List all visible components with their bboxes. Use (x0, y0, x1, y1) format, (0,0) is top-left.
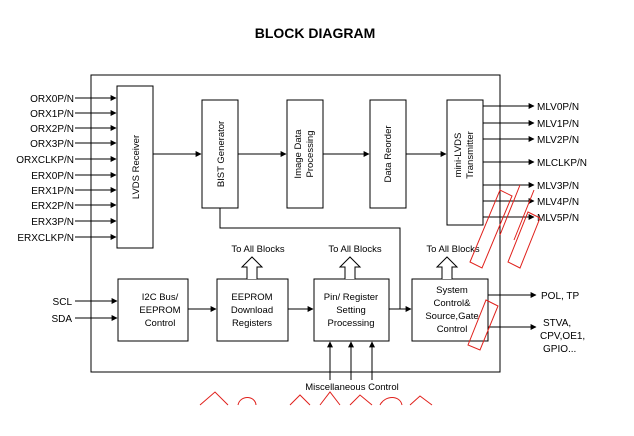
i2c-label-3: Control (145, 318, 176, 329)
sda-label: SDA (51, 314, 72, 325)
i2c-label-2: EEPROM (139, 305, 180, 316)
mini-lvds-transmitter-block (446, 99, 484, 226)
to-all-blocks-arrow (435, 256, 459, 279)
to-all-blocks-arrow (240, 256, 264, 279)
output-label: MLV4P/N (537, 197, 579, 208)
bist-to-system-path (219, 208, 401, 309)
output-label: MLV0P/N (537, 102, 579, 113)
gpio-label: GPIO... (543, 344, 576, 355)
image-processing-label-2: Processing (305, 131, 316, 178)
cpv-label: CPV,OE1, (540, 331, 585, 342)
scl-label: SCL (53, 297, 73, 308)
input-label: ORX2P/N (30, 124, 74, 135)
input-signals: ORX0P/N ORX1P/N ORX2P/N ORX3P/N ORXCLKP/… (16, 94, 117, 244)
mini-lvds-label-2: Transmitter (465, 131, 476, 179)
input-label: ERX1P/N (31, 186, 74, 197)
bist-generator-label: BIST Generator (216, 121, 227, 187)
input-label: ORX1P/N (30, 109, 74, 120)
pin-register-block (313, 278, 390, 342)
output-label: MLV2P/N (537, 135, 579, 146)
output-signals: MLV0P/N MLV1P/N MLV2P/N MLCLKP/N MLV3P/N… (483, 102, 587, 224)
output-label: MLV1P/N (537, 119, 579, 130)
input-label: ERX3P/N (31, 217, 74, 228)
eeprom-label-1: EEPROM (231, 292, 272, 303)
i2c-eeprom-control-block (117, 278, 189, 342)
input-label: ORX3P/N (30, 139, 74, 150)
system-label-2: Control& (434, 298, 472, 309)
input-label: ORX0P/N (30, 94, 74, 105)
eeprom-label-2: Download (231, 305, 273, 316)
pin-label-1: Pin/ Register (324, 292, 378, 303)
image-processing-label-1: Image Data (293, 129, 304, 179)
input-label: ERX2P/N (31, 201, 74, 212)
to-all-blocks-label: To All Blocks (231, 244, 285, 255)
eeprom-download-block (216, 278, 289, 342)
output-label: MLV5P/N (537, 213, 579, 224)
system-control-block (411, 278, 489, 342)
system-label-4: Control (437, 324, 468, 335)
output-label: MLV3P/N (537, 181, 579, 192)
to-all-blocks-label: To All Blocks (426, 244, 480, 255)
pin-label-3: Processing (328, 318, 375, 329)
input-label: ERXCLKP/N (17, 233, 74, 244)
output-label: MLCLKP/N (537, 158, 587, 169)
mini-lvds-label-1: mini-LVDS (453, 133, 464, 178)
data-reorder-block (369, 99, 407, 209)
diagram-title: BLOCK DIAGRAM (255, 25, 376, 41)
watermark (199, 184, 541, 406)
misc-control-label: Miscellaneous Control (305, 382, 398, 393)
data-reorder-label: Data Reorder (383, 125, 394, 182)
system-label-1: System (436, 285, 468, 296)
stva-label: STVA, (543, 318, 571, 329)
to-all-blocks-arrow (338, 256, 362, 279)
i2c-label-1: I2C Bus/ (142, 292, 179, 303)
eeprom-label-3: Registers (232, 318, 272, 329)
to-all-blocks-label: To All Blocks (328, 244, 382, 255)
input-label: ERX0P/N (31, 171, 74, 182)
pin-label-2: Setting (336, 305, 366, 316)
bist-generator-block (201, 99, 239, 209)
lvds-receiver-label: LVDS Receiver (131, 135, 142, 199)
image-processing-block (286, 99, 324, 209)
pol-label: POL, TP (541, 291, 579, 302)
input-label: ORXCLKP/N (16, 155, 74, 166)
lvds-receiver-block (116, 85, 154, 249)
system-label-3: Source,Gate (425, 311, 478, 322)
